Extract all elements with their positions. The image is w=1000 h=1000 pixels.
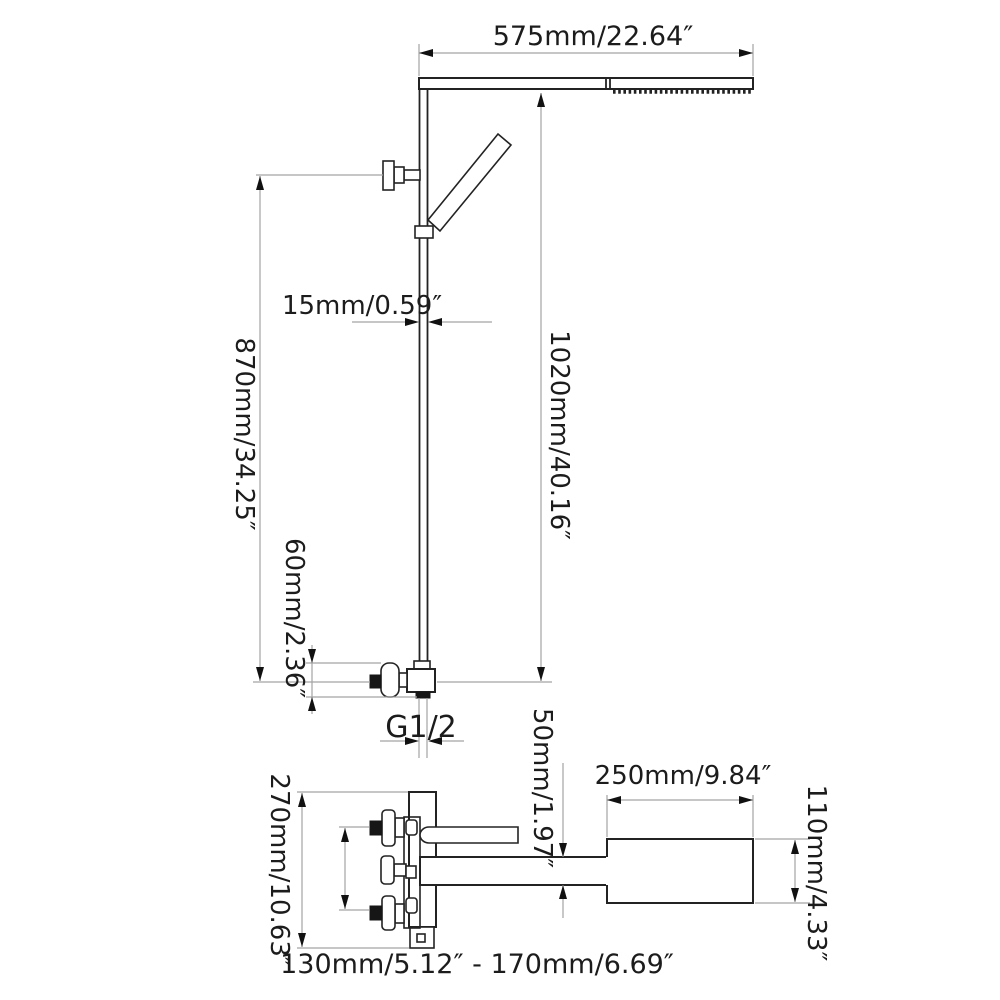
valve-handle-cap: [369, 674, 382, 689]
hand-shower: [414, 132, 513, 239]
dim-spout-thickness: 50mm/1.97″: [527, 708, 567, 918]
dim-pipe-width: 15mm/0.59″: [282, 291, 492, 326]
dim-total-height: 1020mm/40.16″: [437, 93, 574, 683]
dim-thread: G1/2: [380, 710, 464, 745]
middle-knob: [380, 855, 417, 885]
valve-outlet-stub: [415, 691, 431, 699]
label-pipe-width: 15mm/0.59″: [282, 291, 442, 321]
shower-arm: [418, 77, 754, 94]
dim-valve-offset: 60mm/2.36″: [279, 538, 417, 714]
mixer-valve: [369, 660, 436, 758]
label-inlet-spacing: 130mm/5.12″ - 170mm/6.69″: [280, 949, 674, 980]
front-view: 575mm/22.64″ 1020mm/40.16″ 870mm/34.25″: [229, 21, 754, 758]
dim-inlet-spacing-lines: [339, 826, 369, 911]
valve-handle: [380, 662, 400, 698]
label-shelf-depth: 110mm/4.33″: [801, 785, 831, 962]
bottom-knob: [369, 895, 405, 931]
top-knob: [369, 809, 405, 847]
label-total-height: 1020mm/40.16″: [544, 330, 574, 540]
spout-pipe: [419, 856, 606, 886]
diverter-knob: [382, 160, 421, 191]
dim-shelf-length: 250mm/9.84″: [595, 761, 772, 837]
dim-arm-width: 575mm/22.64″: [418, 21, 754, 76]
hand-shower-bracket: [414, 225, 434, 239]
label-spout-thickness: 50mm/1.97″: [527, 708, 557, 868]
lever-handle: [419, 826, 519, 844]
riser-pipe: [418, 89, 429, 662]
label-front-height: 270mm/10.63″: [264, 773, 294, 966]
spout-shelf: [606, 838, 754, 904]
dim-shelf-depth: 110mm/4.33″: [755, 785, 831, 962]
dim-front-height: 270mm/10.63″: [264, 773, 409, 967]
plan-view: 270mm/10.63″ 50mm/1.97″ 250mm/9.84″: [264, 708, 831, 980]
label-valve-offset: 60mm/2.36″: [279, 538, 309, 698]
label-shelf-length: 250mm/9.84″: [595, 761, 772, 791]
label-arm-width: 575mm/22.64″: [493, 21, 694, 52]
label-thread: G1/2: [385, 710, 457, 745]
label-bar-height: 870mm/34.25″: [229, 337, 259, 530]
